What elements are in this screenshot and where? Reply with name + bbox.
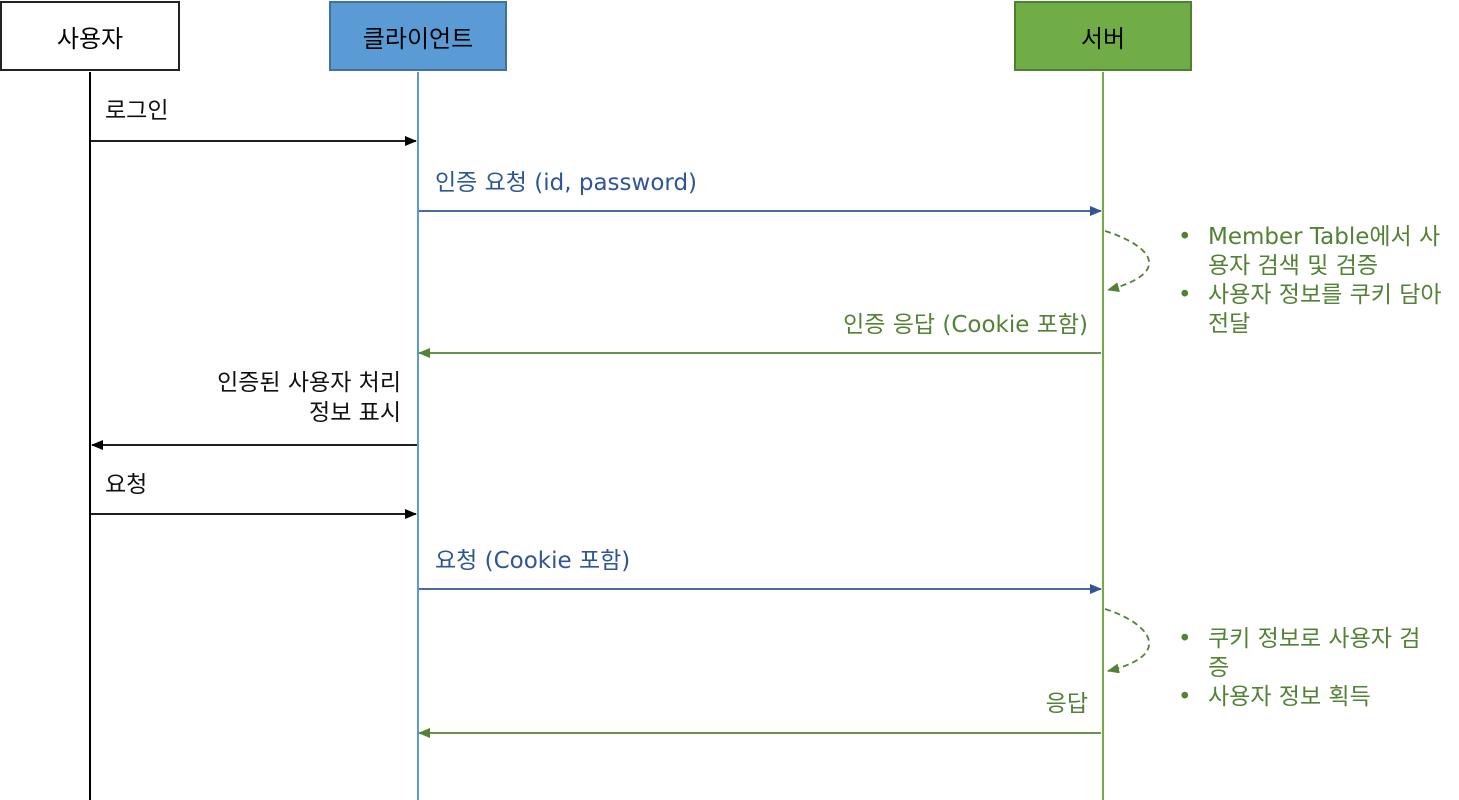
auth-request-label: 인증 요청 (id, password): [435, 170, 698, 196]
server-note-1: Member Table에서 사용자 검색 및 검증 사용자 정보를 쿠키 담아…: [1178, 223, 1448, 339]
actor-client-label: 클라이언트: [362, 24, 474, 53]
request-label: 요청: [105, 472, 148, 498]
auth-response-label: 인증 응답 (Cookie 포함): [843, 312, 1088, 338]
note-1-item: Member Table에서 사용자 검색 및 검증: [1178, 223, 1448, 281]
actor-client: 클라이언트: [329, 1, 507, 71]
authenticated-label-line2: 정보 표시: [309, 400, 401, 426]
authenticated-label-line1: 인증된 사용자 처리: [217, 370, 401, 396]
login-label: 로그인: [105, 98, 169, 124]
note-2-item: 쿠키 정보로 사용자 검증: [1178, 625, 1438, 683]
note-2-item: 사용자 정보 획득: [1178, 683, 1438, 712]
response-label: 응답: [1045, 691, 1088, 717]
server-note-2: 쿠키 정보로 사용자 검증 사용자 정보 획득: [1178, 625, 1438, 712]
self-check-arrow-1: [1104, 230, 1150, 292]
note-1-item: 사용자 정보를 쿠키 담아 전달: [1178, 281, 1448, 339]
self-check-arrow-2: [1104, 608, 1150, 674]
actor-user-label: 사용자: [56, 24, 124, 53]
actor-server: 서버: [1014, 1, 1192, 71]
actor-server-label: 서버: [1080, 24, 1126, 53]
request-cookie-label: 요청 (Cookie 포함): [435, 548, 631, 574]
actor-user: 사용자: [0, 1, 180, 71]
